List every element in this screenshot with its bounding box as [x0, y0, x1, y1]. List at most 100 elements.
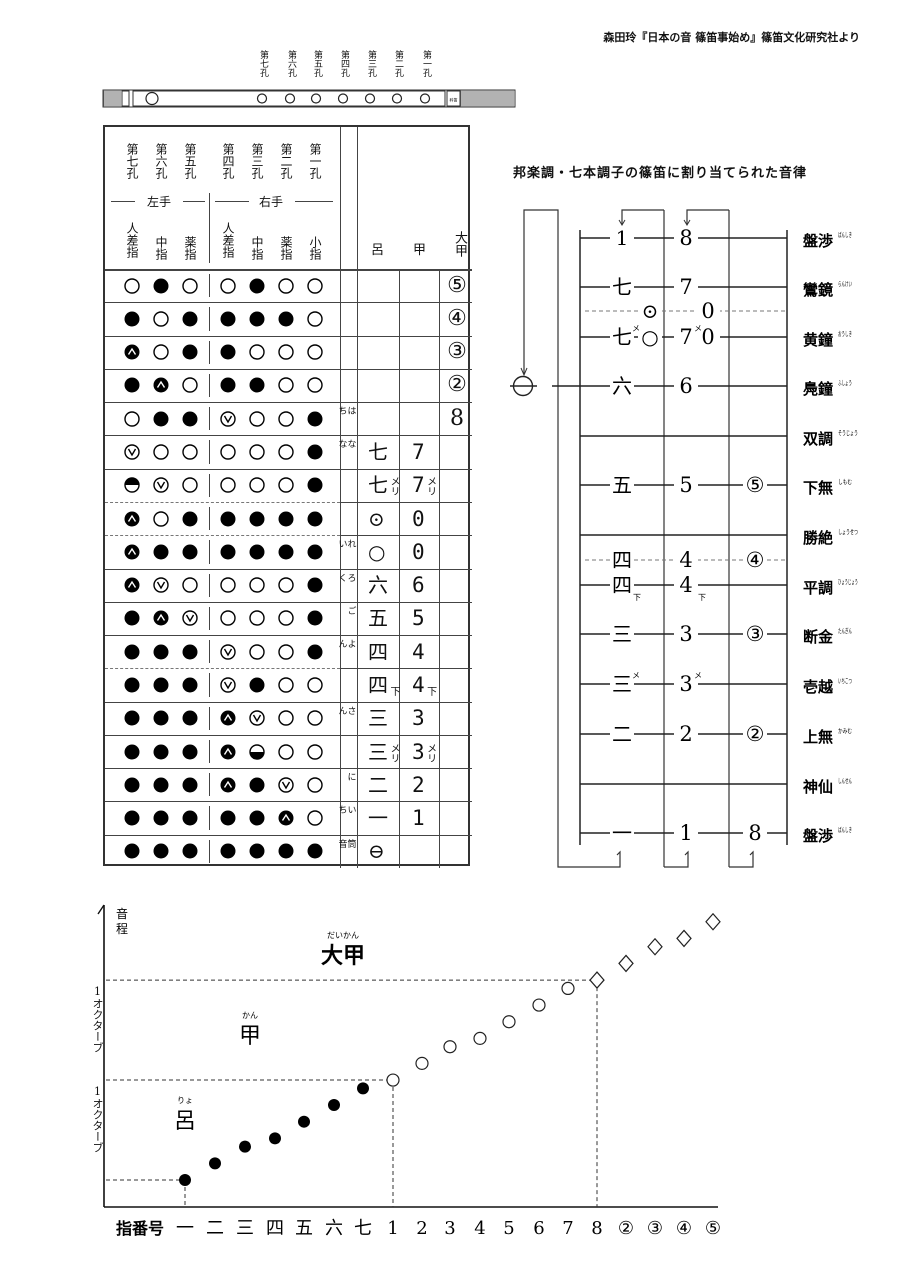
open-hole-icon: [182, 477, 198, 494]
column-divider: [399, 269, 400, 868]
closed-hole-icon: [182, 710, 198, 726]
open-hole-icon: [220, 277, 236, 294]
closed-hole-icon: [307, 477, 323, 493]
flute-label-box: [446, 90, 461, 107]
data-point-filled: [328, 1099, 340, 1112]
kan-note: 5: [679, 473, 692, 497]
open-hole-icon: [249, 444, 265, 460]
arrow-down-icon: [618, 219, 626, 226]
header-hole-label: 第五孔: [183, 143, 197, 179]
closed-hole-icon: [124, 710, 140, 726]
open-hole-icon: [249, 577, 265, 593]
label-background: [610, 276, 634, 298]
closed-hole-icon: [307, 843, 323, 859]
daikan-note: ④: [746, 548, 765, 572]
open-hole-icon: [220, 444, 236, 460]
open-hole-icon: [278, 644, 294, 660]
ro-note: 七: [612, 325, 632, 349]
kan-note: 5: [412, 607, 425, 629]
data-point-filled: [298, 1115, 310, 1128]
kan-note: 7メリ: [412, 474, 436, 496]
y-axis-label-cont: 程: [116, 921, 128, 936]
closed-hole-half-up-icon: [124, 344, 140, 360]
tube-sound-bracket: [523, 209, 621, 868]
ro-note: 六: [368, 574, 388, 596]
open-hole-icon: [278, 743, 294, 760]
kan-note-text: 2: [412, 772, 425, 797]
pitch-name-ruby: ひょうじょう: [838, 578, 858, 586]
open-hole-icon: [307, 344, 323, 360]
closed-hole-icon: [220, 377, 236, 393]
x-tick-label: 四: [266, 1218, 284, 1239]
octave-bracket-hook: [686, 209, 729, 224]
row-divider: [105, 302, 472, 304]
closed-hole-half-up-icon: [220, 710, 236, 726]
kan-note: 4: [412, 641, 425, 663]
kan-note-text: 5: [412, 606, 425, 631]
x-tick-label: 8: [591, 1218, 602, 1239]
pitch-name: 勝絶: [803, 529, 833, 547]
ro-note: 七: [368, 441, 388, 463]
open-hole-half-down-icon: [220, 677, 236, 693]
closed-hole-icon: [249, 810, 265, 826]
pitch-name-ruby: しんせん: [838, 777, 852, 785]
ro-note: 一: [612, 821, 632, 845]
open-hole-icon: [153, 311, 169, 327]
ro-note: 三: [612, 672, 632, 696]
label-background: [743, 623, 767, 645]
kan-note: 4下: [412, 674, 436, 696]
kan-note-modifier: 下: [424, 686, 436, 696]
data-point-diamond: [676, 929, 692, 948]
kan-note: 6: [412, 574, 425, 596]
arrow-down-icon: [683, 219, 691, 226]
x-axis-label: 指番号: [116, 1219, 164, 1238]
kan-note-text: 4: [412, 639, 425, 664]
meri-mark: メ: [632, 671, 640, 680]
column-divider: [340, 127, 341, 868]
closed-hole-icon: [249, 377, 265, 393]
closed-hole-half-up-icon: [153, 610, 169, 626]
flute-hole-label: 第五孔: [312, 50, 322, 77]
open-hole-half-down-icon: [278, 777, 294, 793]
label-background: [610, 574, 634, 596]
closed-hole-icon: [182, 744, 198, 760]
register-label: 大甲: [321, 943, 365, 969]
pitch-name-ruby: ばんしき: [838, 230, 852, 239]
register-ruby: だいかん: [327, 931, 359, 940]
open-hole-icon: [278, 444, 294, 460]
ro-note: 三メリ: [368, 741, 399, 763]
ro-note: 二: [612, 722, 632, 746]
data-point-filled: [269, 1132, 281, 1145]
hand-divider: [209, 440, 210, 464]
octave-bracket-foot: [729, 850, 754, 868]
pitch-name-ruby: らんけい: [838, 280, 852, 288]
ro-note: 四: [368, 641, 388, 663]
flute-hole-label: 第七孔: [258, 50, 268, 77]
kan-note-text: 0: [412, 506, 425, 531]
row-divider: [105, 335, 472, 337]
closed-hole-icon: [182, 843, 198, 859]
row-divider: [340, 535, 472, 537]
column-header-kan: 甲: [413, 243, 427, 258]
column-divider: [439, 269, 440, 868]
kan-note-text: 7: [412, 440, 425, 465]
reading-label: 筒音: [336, 838, 356, 848]
closed-hole-icon: [307, 511, 323, 527]
kan-note: 7: [412, 441, 425, 463]
pitch-name: 盤渉: [802, 827, 833, 845]
flute-end-cap: [121, 90, 130, 107]
kan-note-modifier: メリ: [424, 742, 436, 763]
data-point-filled: [239, 1140, 251, 1153]
row-divider: [105, 501, 340, 503]
closed-hole-icon: [182, 344, 198, 360]
open-hole-icon: [182, 577, 198, 593]
kan-note-text: 1: [412, 806, 425, 831]
header-hole-label: 第一孔: [308, 143, 322, 179]
closed-hole-icon: [153, 677, 169, 693]
data-point-diamond: [647, 937, 663, 956]
closed-hole-icon: [220, 810, 236, 826]
label-background: [610, 549, 634, 571]
closed-hole-icon: [124, 777, 140, 793]
pitch-name-ruby: おうしき: [838, 330, 852, 338]
closed-hole-icon: [182, 644, 198, 660]
